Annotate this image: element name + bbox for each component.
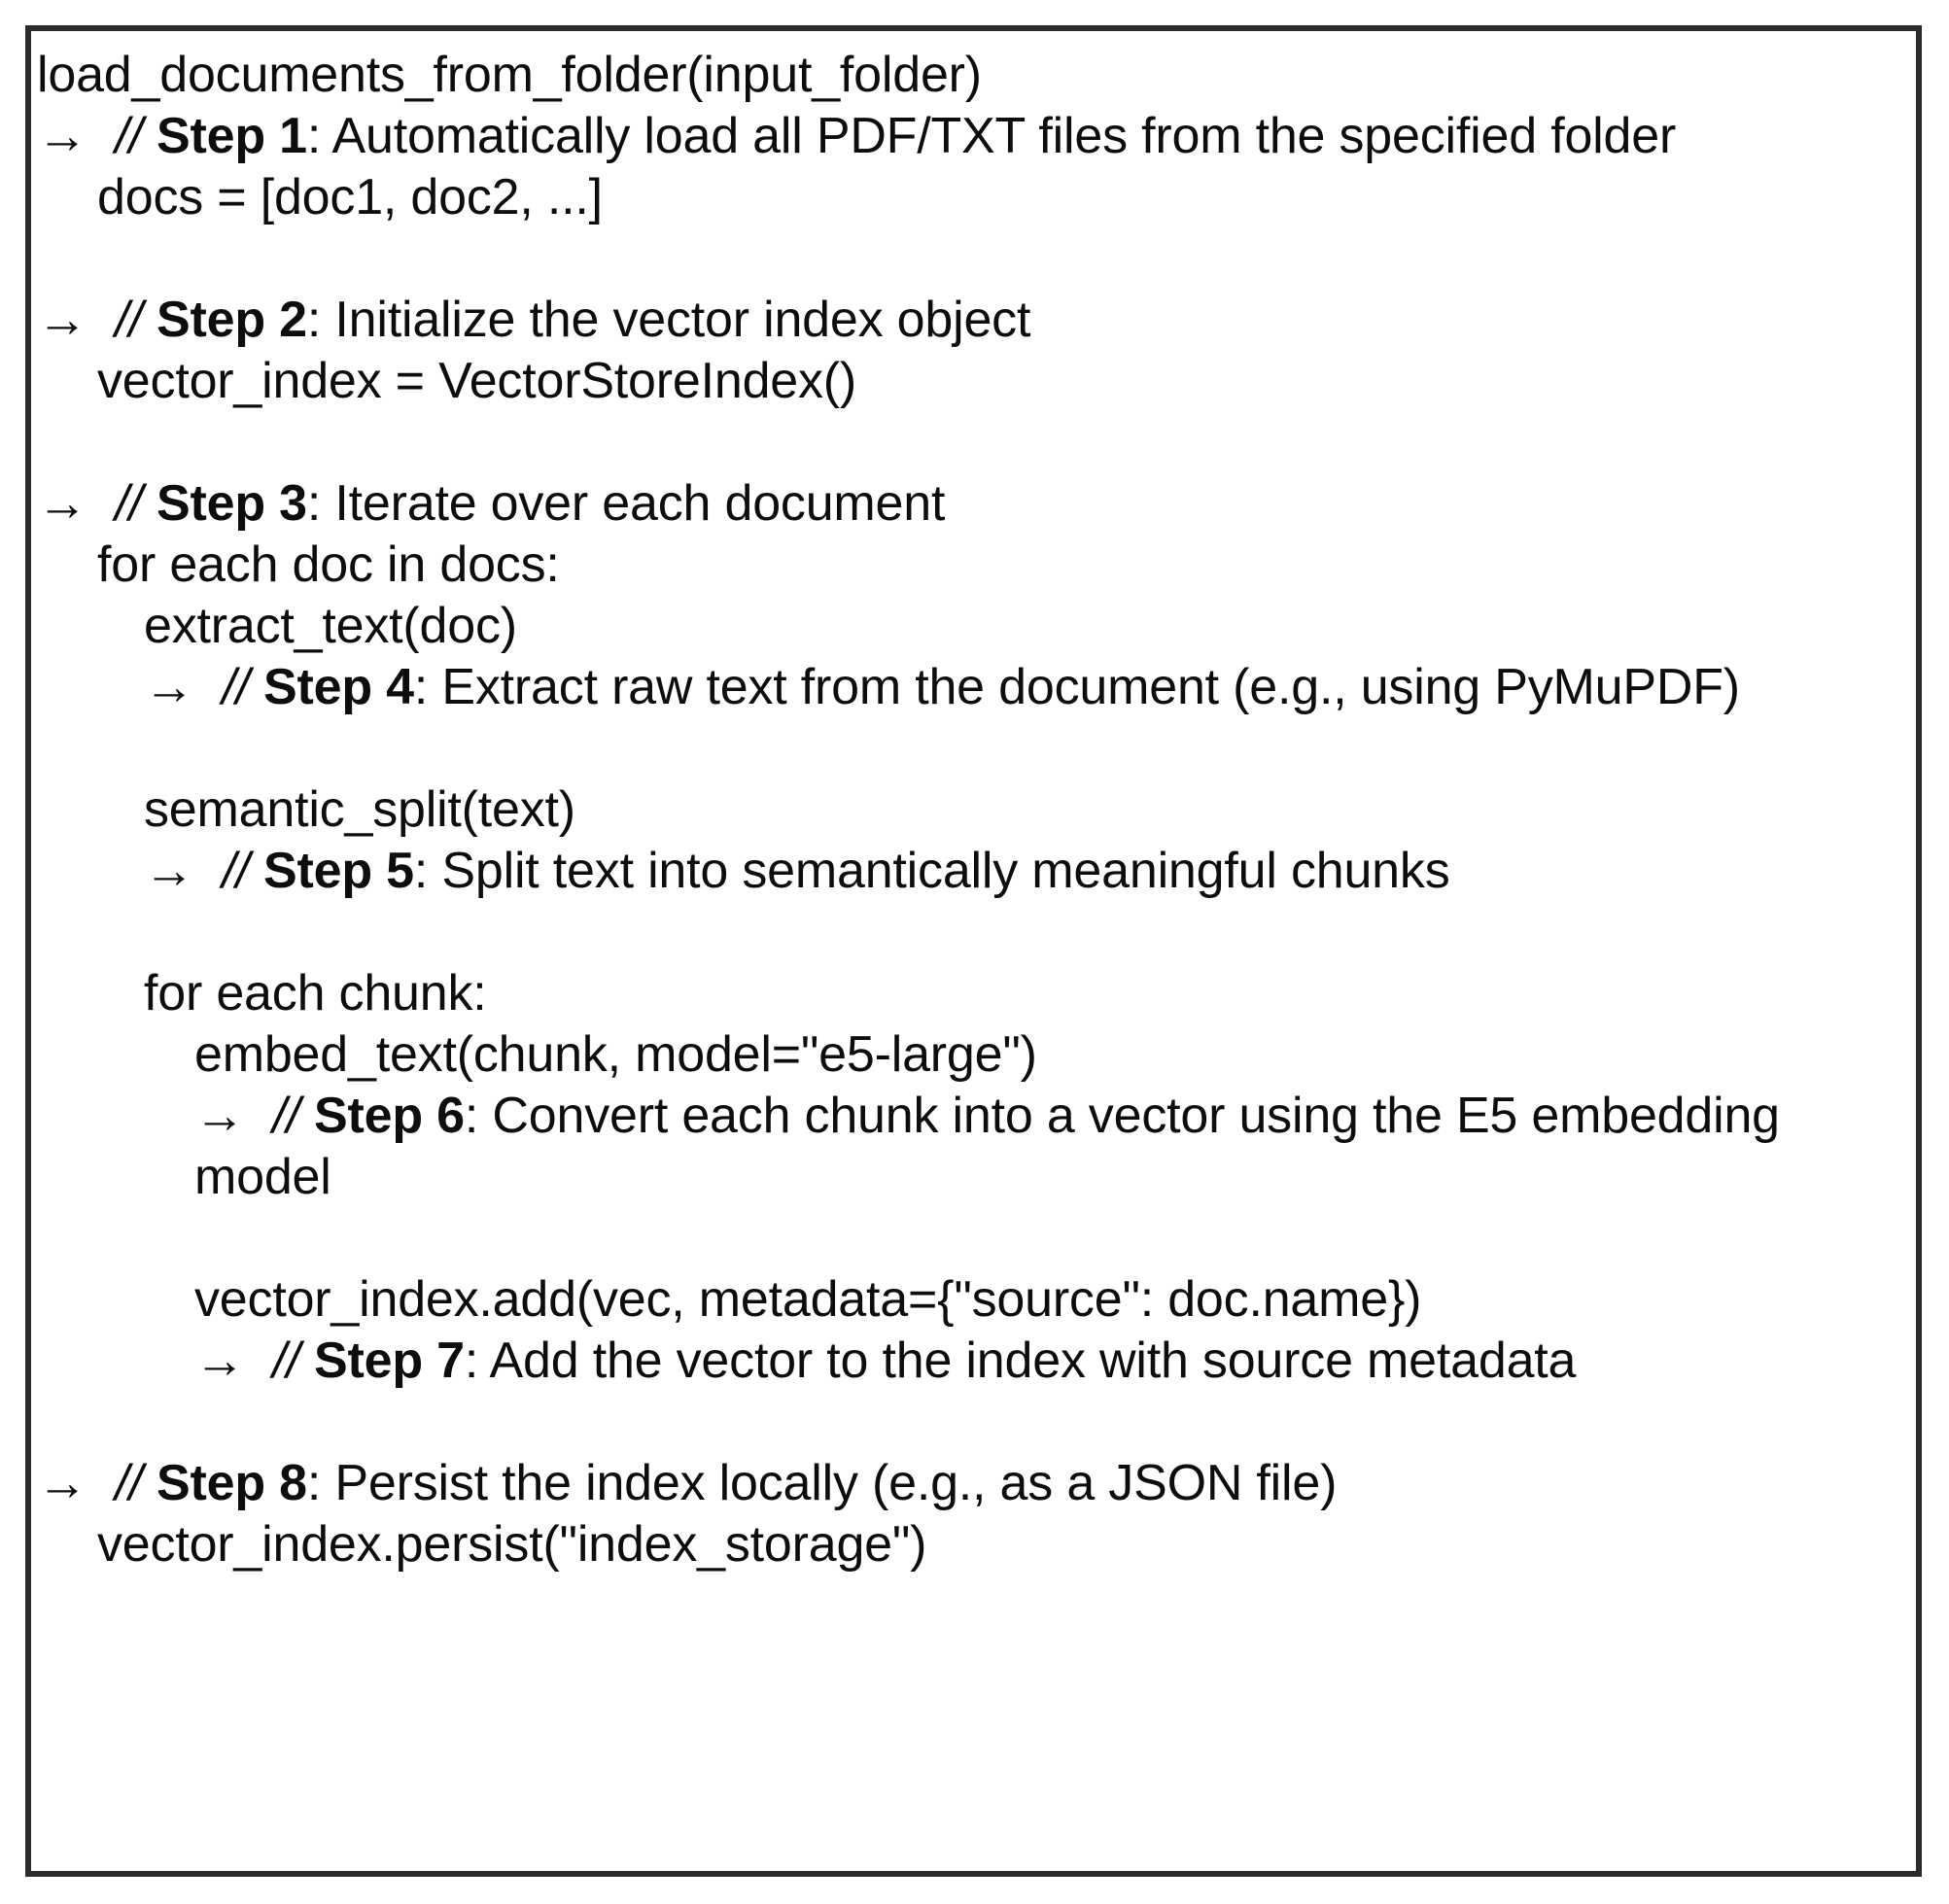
code-text: embed_text(chunk, model="e5-large") bbox=[194, 1026, 1037, 1083]
step-label: Step 8 bbox=[157, 1455, 307, 1511]
step-arrow-icon: → bbox=[194, 1333, 273, 1389]
line-step-2: → // Step 2: Initialize the vector index… bbox=[37, 290, 1910, 351]
step-label: Step 4 bbox=[263, 659, 414, 715]
comment-marker: // bbox=[272, 1333, 315, 1389]
blank-1 bbox=[37, 228, 1910, 290]
blank-2 bbox=[37, 412, 1910, 473]
step-label: Step 5 bbox=[263, 843, 414, 899]
blank-3 bbox=[37, 718, 1910, 779]
line-step-6: → // Step 6: Convert each chunk into a v… bbox=[37, 1086, 1910, 1208]
code-text: for each chunk: bbox=[144, 965, 487, 1021]
line-step-8: → // Step 8: Persist the index locally (… bbox=[37, 1453, 1910, 1514]
line-step-7: → // Step 7: Add the vector to the index… bbox=[37, 1331, 1910, 1392]
comment-marker: // bbox=[115, 108, 157, 164]
line-extract-text: extract_text(doc) bbox=[37, 596, 1910, 657]
step-arrow-icon: → bbox=[144, 843, 223, 899]
line-step-1: → // Step 1: Automatically load all PDF/… bbox=[37, 106, 1910, 167]
comment-marker: // bbox=[222, 843, 264, 899]
line-step-4: → // Step 4: Extract raw text from the d… bbox=[37, 657, 1910, 718]
step-arrow-icon: → bbox=[37, 1455, 116, 1511]
step-label: Step 6 bbox=[314, 1088, 465, 1144]
line-for-each-chunk: for each chunk: bbox=[37, 963, 1910, 1024]
code-text: vector_index = VectorStoreIndex() bbox=[97, 353, 857, 409]
code-text: vector_index.persist("index_storage") bbox=[97, 1516, 927, 1573]
step-description: : Convert each chunk into a vector using… bbox=[194, 1088, 1794, 1205]
step-label: Step 1 bbox=[157, 108, 307, 164]
step-description: : Initialize the vector index object bbox=[306, 292, 1031, 348]
line-vector-index-add: vector_index.add(vec, metadata={"source"… bbox=[37, 1269, 1910, 1331]
step-description: : Extract raw text from the document (e.… bbox=[413, 659, 1740, 715]
code-text: vector_index.add(vec, metadata={"source"… bbox=[194, 1271, 1422, 1328]
line-vector-index-persist: vector_index.persist("index_storage") bbox=[37, 1514, 1910, 1575]
step-arrow-icon: → bbox=[37, 292, 116, 348]
code-text: for each doc in docs: bbox=[97, 537, 560, 593]
blank-5 bbox=[37, 1208, 1910, 1269]
step-label: Step 2 bbox=[157, 292, 307, 348]
code-text: docs = [doc1, doc2, ...] bbox=[97, 169, 603, 225]
step-arrow-icon: → bbox=[194, 1088, 273, 1144]
line-for-each-doc: for each doc in docs: bbox=[37, 535, 1910, 596]
line-docs-assign: docs = [doc1, doc2, ...] bbox=[37, 167, 1910, 228]
line-step-5: → // Step 5: Split text into semanticall… bbox=[37, 841, 1910, 902]
step-arrow-icon: → bbox=[37, 108, 116, 164]
step-arrow-icon: → bbox=[144, 659, 223, 715]
comment-marker: // bbox=[115, 475, 157, 532]
line-semantic-split: semantic_split(text) bbox=[37, 779, 1910, 841]
line-embed-text: embed_text(chunk, model="e5-large") bbox=[37, 1024, 1910, 1086]
step-description: : Iterate over each document bbox=[306, 475, 946, 532]
comment-marker: // bbox=[222, 659, 264, 715]
pseudocode-frame: load_documents_from_folder(input_folder)… bbox=[25, 25, 1922, 1877]
step-arrow-icon: → bbox=[37, 475, 116, 532]
pseudocode-listing: load_documents_from_folder(input_folder)… bbox=[31, 45, 1916, 1575]
blank-6 bbox=[37, 1392, 1910, 1453]
blank-4 bbox=[37, 902, 1910, 963]
step-label: Step 3 bbox=[157, 475, 307, 532]
comment-marker: // bbox=[115, 1455, 157, 1511]
comment-marker: // bbox=[115, 292, 157, 348]
step-description: : Automatically load all PDF/TXT files f… bbox=[306, 108, 1677, 164]
code-text: load_documents_from_folder(input_folder) bbox=[37, 47, 982, 103]
step-description: : Add the vector to the index with sourc… bbox=[464, 1333, 1577, 1389]
step-label: Step 7 bbox=[314, 1333, 465, 1389]
line-vector-index-init: vector_index = VectorStoreIndex() bbox=[37, 351, 1910, 412]
comment-marker: // bbox=[272, 1088, 315, 1144]
step-description: : Persist the index locally (e.g., as a … bbox=[306, 1455, 1338, 1511]
line-step-3: → // Step 3: Iterate over each document bbox=[37, 473, 1910, 535]
code-text: extract_text(doc) bbox=[144, 598, 517, 654]
code-text: semantic_split(text) bbox=[144, 781, 575, 838]
line-signature: load_documents_from_folder(input_folder) bbox=[37, 45, 1910, 106]
step-description: : Split text into semantically meaningfu… bbox=[413, 843, 1450, 899]
